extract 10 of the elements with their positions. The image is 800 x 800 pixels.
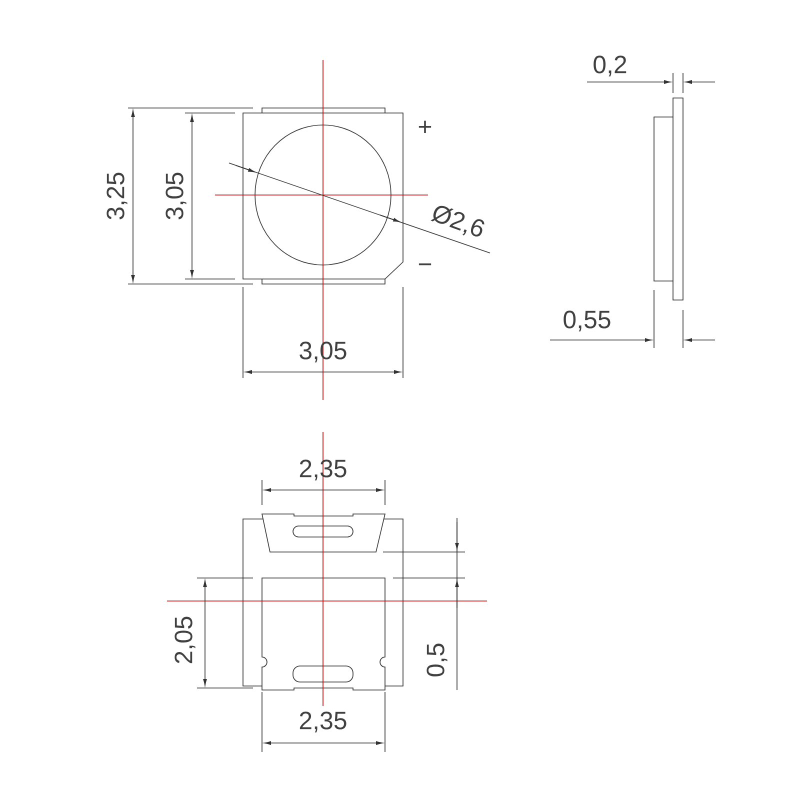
- dimension-label: 0,5: [426, 644, 448, 676]
- dimension-label: 3,05: [166, 172, 186, 220]
- dimension-label: 3,25: [106, 172, 128, 220]
- dimension-label: 2,35: [300, 712, 346, 732]
- dimension-label: 2,05: [174, 616, 196, 664]
- dimension-label: 0,55: [564, 310, 610, 332]
- dimension-label: Ø2,6: [430, 206, 484, 237]
- polarity-mark: −: [418, 263, 432, 266]
- dimension-label: 0,2: [594, 56, 626, 76]
- polarity-mark: +: [418, 120, 432, 134]
